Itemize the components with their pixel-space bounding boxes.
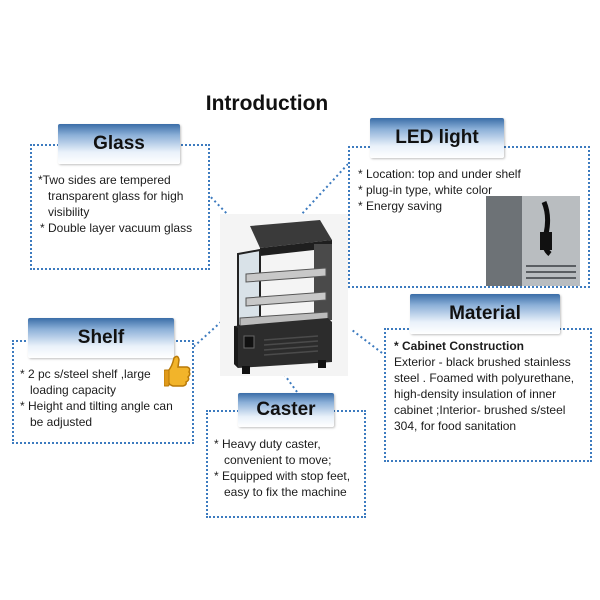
shelf-text: * 2 pc s/steel shelf ,large loading capa…	[20, 366, 184, 430]
material-text: * Cabinet Construction Exterior - black …	[394, 338, 588, 434]
material-box	[384, 328, 592, 462]
caster-header: Caster	[238, 393, 334, 427]
led-item: * plug-in type, white color	[358, 183, 493, 197]
thumbs-up-icon	[164, 355, 191, 387]
material-body: Exterior - black brushed stainless steel…	[394, 355, 575, 433]
led-item: * Energy saving	[358, 199, 443, 213]
caster-item: * Heavy duty caster, convenient to move;	[214, 437, 332, 467]
shelf-header: Shelf	[28, 318, 174, 358]
glass-item: * Double layer vacuum glass	[40, 221, 193, 235]
glass-header: Glass	[58, 124, 180, 164]
caster-text: * Heavy duty caster, convenient to move;…	[214, 436, 358, 500]
led-light-header: LED light	[370, 118, 504, 158]
led-light-text: * Location: top and under shelf * plug-i…	[358, 166, 582, 214]
caster-item: * Equipped with stop feet, easy to fix t…	[214, 469, 351, 499]
page-title: Introduction	[205, 92, 329, 115]
glass-item: *Two sides are tempered transparent glas…	[38, 173, 184, 219]
led-item: * Location: top and under shelf	[358, 167, 521, 181]
material-subheading: * Cabinet Construction	[394, 339, 525, 353]
glass-text: *Two sides are tempered transparent glas…	[38, 172, 200, 236]
led-detail-image	[486, 196, 580, 286]
shelf-item: * 2 pc s/steel shelf ,large loading capa…	[20, 367, 151, 397]
material-header: Material	[410, 294, 560, 334]
shelf-item: * Height and tilting angle can be adjust…	[20, 399, 173, 429]
caster-box	[206, 410, 366, 518]
display-cabinet-image	[220, 214, 348, 376]
